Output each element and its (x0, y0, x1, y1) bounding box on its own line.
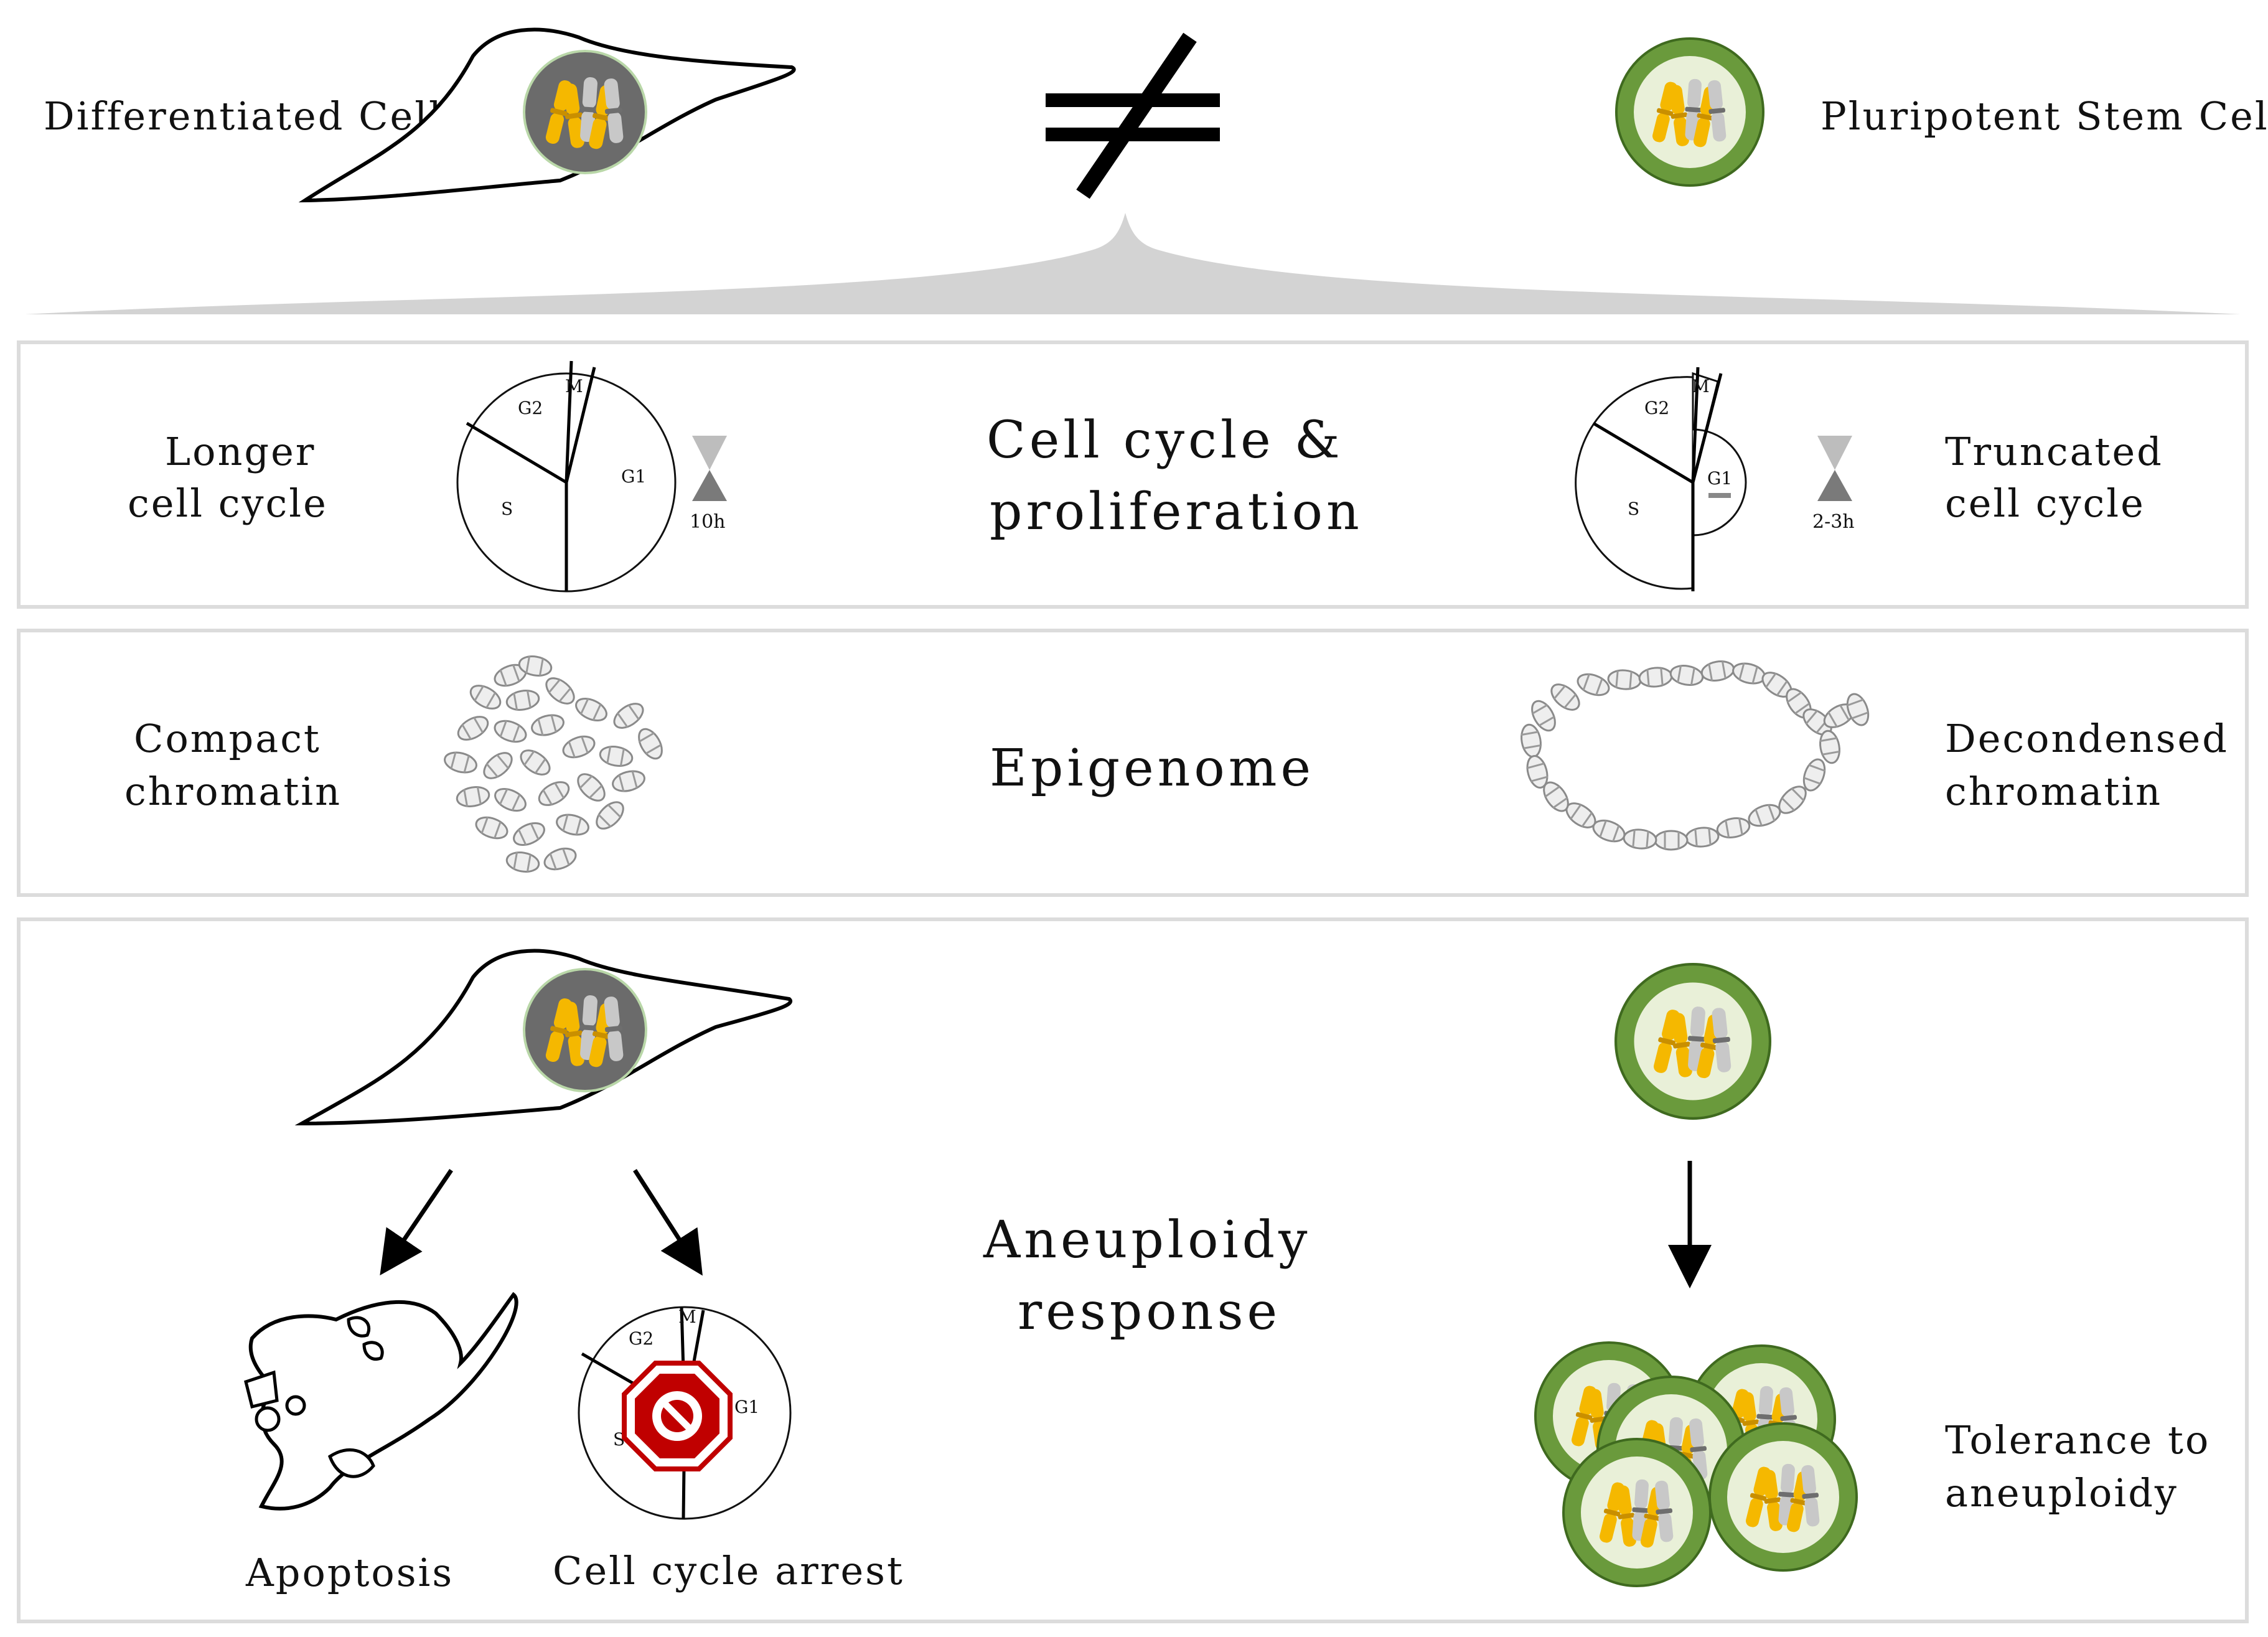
not-equal-symbol (1046, 37, 1220, 194)
proliferating-stem-cells-icon (1535, 1343, 1857, 1586)
pluripotent-stem-cell-label: Pluripotent Stem Cell (1820, 93, 2268, 139)
longer-cell-cycle-label-1: Longer (165, 429, 316, 474)
compact-chromatin-icon (443, 654, 667, 875)
compact-chromatin-label-2: chromatin (124, 769, 342, 814)
truncated-cell-cycle-clock: G2 M G1 S (1576, 367, 1746, 591)
truncated-cell-cycle-label-2: cell cycle (1945, 481, 2145, 526)
epigenome-title: Epigenome (990, 739, 1314, 798)
hourglass-2-3h-icon (1817, 436, 1852, 501)
tolerance-label-2: aneuploidy (1945, 1470, 2178, 1516)
cell-cycle-arrest-label: Cell cycle arrest (553, 1548, 904, 1593)
cell-cycle-panel (19, 342, 2247, 607)
arrow-to-arrest (635, 1170, 691, 1257)
apoptosis-label: Apoptosis (245, 1550, 454, 1595)
arrest-phase-g1-label: G1 (734, 1397, 759, 1417)
decondensed-chromatin-label-2: chromatin (1945, 769, 2162, 814)
pluripotent-stem-cell-icon (1616, 39, 1763, 185)
phase-g2-label: G2 (518, 398, 543, 418)
hourglass-10h-icon (692, 436, 727, 501)
truncated-cell-cycle-label-1: Truncated (1945, 429, 2163, 474)
phase-m-label: M (565, 376, 583, 396)
longer-cell-cycle-label-2: cell cycle (128, 481, 328, 526)
phase-g1-label: G1 (621, 466, 646, 487)
comparison-brace (25, 213, 2241, 314)
compact-chromatin-label-1: Compact (134, 716, 321, 761)
stop-sign-icon (624, 1363, 730, 1469)
aneuploid-stem-cell-icon (1616, 964, 1770, 1119)
duration-2-3h: 2-3h (1812, 511, 1855, 533)
tolerance-label-1: Tolerance to (1945, 1417, 2210, 1463)
decondensed-chromatin-label-1: Decondensed (1945, 716, 2229, 761)
differentiated-cell-label: Differentiated Cell (44, 93, 443, 139)
arrest-phase-m-label: M (678, 1306, 696, 1327)
phase-g2-label-right: G2 (1644, 398, 1669, 418)
long-cell-cycle-clock: G2 M G1 S (457, 361, 675, 591)
decondensed-chromatin-icon (1519, 659, 1872, 850)
aneuploidy-title-1: Aneuploidy (983, 1211, 1311, 1270)
cell-cycle-arrest-icon: G2 M G1 S (579, 1306, 790, 1519)
phase-s-label: S (501, 499, 513, 519)
arrest-phase-g2-label: G2 (629, 1328, 654, 1349)
phase-m-label-right: M (1692, 376, 1710, 396)
arrow-to-apoptosis (392, 1170, 451, 1257)
phase-s-label-right: S (1628, 499, 1639, 519)
apoptotic-cell-icon (246, 1295, 517, 1509)
aneuploidy-panel (19, 919, 2247, 1621)
phase-g1-label-right: G1 (1707, 468, 1732, 489)
aneuploid-differentiated-cell-icon (302, 951, 790, 1123)
aneuploidy-title-2: response (1018, 1282, 1281, 1341)
cell-cycle-title-1: Cell cycle & (986, 411, 1344, 470)
cell-cycle-title-2: proliferation (990, 482, 1363, 542)
duration-10h: 10h (690, 511, 726, 533)
